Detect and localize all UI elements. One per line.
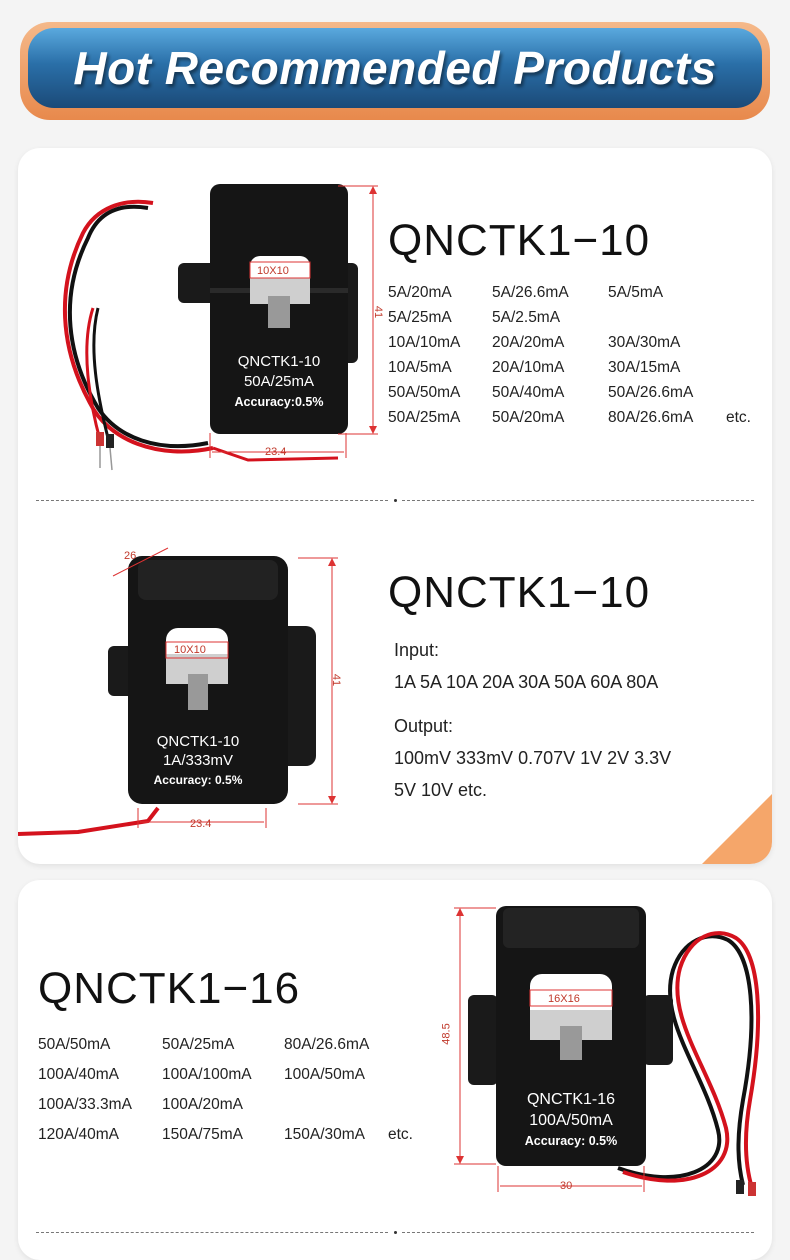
product3-height-dim: 48.5 [440, 1023, 453, 1045]
spec-cell: 30A/15mA [608, 359, 681, 376]
spec-cell: 100A/50mA [284, 1066, 365, 1083]
product1-device-label: QNCTK1-10 [238, 353, 321, 370]
product2-device-accuracy: Accuracy: 0.5% [154, 773, 243, 787]
product2-output-line2: 5V 10V etc. [394, 780, 488, 800]
product3-device-rating: 100A/50mA [529, 1112, 613, 1129]
product3-window-dim: 16X16 [548, 993, 580, 1005]
product2-device-label: QNCTK1-10 [157, 733, 240, 750]
banner: Hot Recommended Products [20, 22, 770, 120]
product2-output-label: Output: [394, 716, 454, 736]
product1-width-dim: 23.4 [265, 446, 287, 458]
spec-cell: 5A/2.5mA [492, 309, 561, 326]
spec-cell: 50A/50mA [38, 1036, 111, 1053]
product2-output-line1: 100mV 333mV 0.707V 1V 2V 3.3V [394, 748, 672, 768]
spec-cell: etc. [388, 1126, 413, 1143]
spec-cell: 100A/100mA [162, 1066, 252, 1083]
spec-cell: 100A/20mA [162, 1096, 243, 1113]
spec-cell: 5A/20mA [388, 284, 452, 301]
spec-cell: 80A/26.6mA [608, 409, 694, 426]
product1-window-dim: 10X10 [257, 265, 289, 277]
product2-model: QNCTK1−10 [388, 568, 651, 617]
divider-right-2 [402, 1232, 754, 1233]
spec-cell: 50A/25mA [388, 409, 461, 426]
product2-top-dim: 26 [124, 550, 137, 562]
spec-cell: 50A/50mA [388, 384, 461, 401]
spec-cell: 20A/20mA [492, 334, 565, 351]
product3-width-dim: 30 [560, 1180, 573, 1192]
banner-title: Hot Recommended Products [73, 42, 717, 94]
banner-inner: Hot Recommended Products [28, 28, 762, 108]
spec-cell: 50A/26.6mA [608, 384, 694, 401]
divider-right [402, 500, 754, 501]
spec-cell: 150A/30mA [284, 1126, 365, 1143]
product-card-2: QNCTK1−16 50A/50mA 50A/25mA 80A/26.6mA 100A… [18, 880, 772, 1260]
spec-cell: 20A/10mA [492, 359, 565, 376]
product1-device-rating: 50A/25mA [244, 373, 314, 390]
spec-cell: 5A/26.6mA [492, 284, 569, 301]
spec-cell: 100A/33.3mA [38, 1096, 132, 1113]
product1-image: QNCTK1-10 50A/25mA Accuracy:0.5% 10X10 4… [38, 178, 388, 478]
product-card-1: QNCTK1-10 50A/25mA Accuracy:0.5% 10X10 4… [18, 148, 772, 864]
spec-cell: 30A/30mA [608, 334, 681, 351]
spec-cell: etc. [726, 409, 751, 426]
product1-model: QNCTK1−10 [388, 216, 651, 265]
spec-cell: 5A/5mA [608, 284, 664, 301]
spec-cell: 80A/26.6mA [284, 1036, 370, 1053]
corner-accent [702, 794, 772, 864]
divider-dot [394, 499, 397, 502]
divider-left [36, 500, 388, 501]
product2-height-dim: 41 [330, 673, 343, 687]
divider-dot-2 [394, 1231, 397, 1234]
spec-cell: 50A/40mA [492, 384, 565, 401]
spec-cell: 5A/25mA [388, 309, 452, 326]
spec-cell: 150A/75mA [162, 1126, 243, 1143]
spec-cell: 100A/40mA [38, 1066, 119, 1083]
spec-cell: 120A/40mA [38, 1126, 119, 1143]
product2-input-label: Input: [394, 640, 440, 660]
divider-left-2 [36, 1232, 388, 1233]
product3-device-label: QNCTK1-16 [527, 1091, 615, 1108]
spec-cell: 50A/25mA [162, 1036, 235, 1053]
spec-cell: 10A/10mA [388, 334, 461, 351]
spec-cell: 50A/20mA [492, 409, 565, 426]
spec-cell: 10A/5mA [388, 359, 452, 376]
product1-device-accuracy: Accuracy:0.5% [235, 395, 324, 409]
product2-input-values: 1A 5A 10A 20A 30A 50A 60A 80A [394, 672, 659, 692]
product3-model: QNCTK1−16 [38, 964, 301, 1013]
product2-window-dim: 10X10 [174, 644, 206, 656]
product2-device-rating: 1A/333mV [163, 752, 233, 769]
product2-image: QNCTK1-10 1A/333mV Accuracy: 0.5% 26 10X… [18, 546, 358, 846]
product2-width-dim: 23.4 [190, 818, 212, 830]
product1-height-dim: 41 [372, 305, 385, 319]
product3-device-accuracy: Accuracy: 0.5% [525, 1134, 617, 1148]
product3-image: QNCTK1-16 100A/50mA Accuracy: 0.5% 16X16… [418, 900, 772, 1200]
